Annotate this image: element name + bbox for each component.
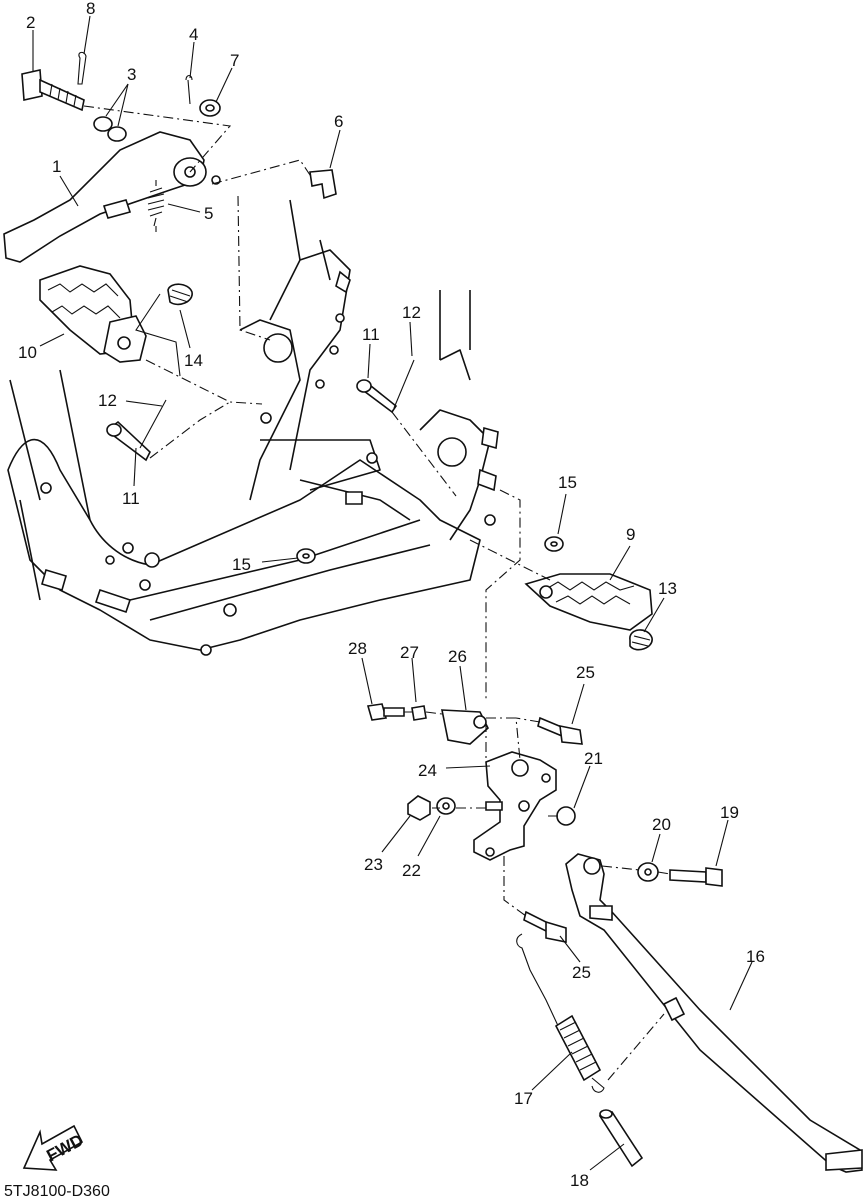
callout-15-left: 15 (232, 555, 251, 574)
footrest-right (296, 489, 653, 700)
callout-12-left: 12 (98, 391, 117, 410)
drawing-code: 5TJ8100-D360 (4, 1183, 110, 1200)
callout-13: 13 (658, 579, 677, 598)
callout-3: 3 (127, 65, 136, 84)
callout-leaders (32, 15, 753, 1171)
callout-7: 7 (230, 51, 239, 70)
callout-18: 18 (570, 1171, 589, 1190)
callout-19: 19 (720, 803, 739, 822)
callout-16: 16 (746, 947, 765, 966)
callout-10: 10 (18, 343, 37, 362)
callout-17: 17 (514, 1089, 533, 1108)
callout-22: 22 (402, 861, 421, 880)
sidestand-bracket-assembly (366, 703, 723, 943)
callout-24: 24 (418, 761, 437, 780)
callout-8: 8 (86, 0, 95, 18)
callout-15-right: 15 (558, 473, 577, 492)
callout-26: 26 (448, 647, 467, 666)
callout-12-right: 12 (402, 303, 421, 322)
fwd-arrow: FWD (22, 1124, 87, 1171)
callout-11-left: 11 (122, 489, 140, 508)
callout-4: 4 (189, 25, 198, 44)
footrest-left (39, 265, 263, 459)
callout-28: 28 (348, 639, 367, 658)
pivot-pins (106, 359, 457, 497)
callout-2: 2 (26, 13, 35, 32)
callout-1: 1 (52, 157, 61, 176)
callout-25-upper: 25 (576, 663, 595, 682)
callout-21: 21 (584, 749, 603, 768)
brake-pedal-assembly (3, 51, 337, 341)
sidestand (516, 853, 863, 1173)
frame (7, 199, 499, 656)
callout-11-right: 11 (362, 325, 380, 344)
callout-25-lower: 25 (572, 963, 591, 982)
callout-20: 20 (652, 815, 671, 834)
callout-23: 23 (364, 855, 383, 874)
callout-5: 5 (204, 204, 213, 223)
callout-9: 9 (626, 525, 635, 544)
callout-27: 27 (400, 643, 419, 662)
callout-14: 14 (184, 351, 203, 370)
callout-labels: 2 8 4 7 3 6 1 5 10 14 12 11 12 11 15 15 … (18, 0, 765, 1190)
callout-6: 6 (334, 112, 343, 131)
